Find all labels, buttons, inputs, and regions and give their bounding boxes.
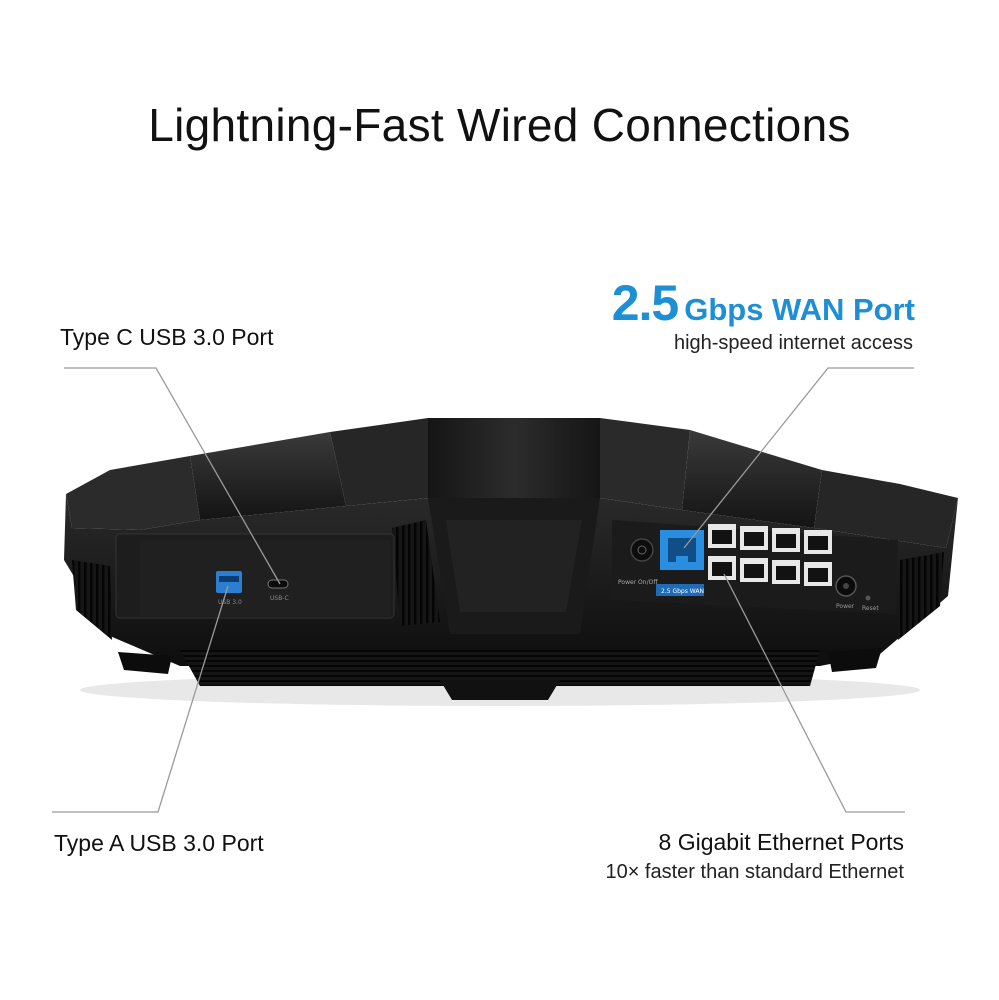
power-button: [630, 538, 654, 562]
type-a-callout-label: Type A USB 3.0 Port: [54, 830, 264, 856]
usb-panel: USB 3.0 USB-C: [115, 533, 395, 619]
dc-power-label: Power: [836, 603, 855, 610]
usb-c-device-label: USB-C: [270, 595, 289, 602]
wan-label: Gbps WAN Port: [684, 292, 915, 327]
type-c-leader: [64, 367, 281, 585]
reset-pinhole: [865, 595, 871, 601]
wan-subtitle: high-speed internet access: [673, 332, 913, 354]
ethernet-callout-subtitle: 10× faster than standard Ethernet: [605, 861, 904, 883]
wan-speed: 2.5: [611, 275, 680, 331]
callout-lines: [52, 367, 914, 813]
usb-a-port: [216, 571, 242, 593]
ethernet-callout-title: 8 Gigabit Ethernet Ports: [658, 829, 904, 855]
port-panel: Power On/Off 2.5 Gbps WAN Power Reset: [612, 520, 898, 614]
feet: [118, 648, 882, 674]
reset-label: Reset: [862, 605, 879, 612]
type-c-callout-label: Type C USB 3.0 Port: [60, 324, 274, 350]
ethernet-leader: [723, 573, 905, 813]
page-title: Lightning-Fast Wired Connections: [148, 99, 851, 151]
wan-device-label: 2.5 Gbps WAN: [661, 588, 704, 595]
top-fins: [66, 418, 958, 548]
power-label: Power On/Off: [618, 579, 658, 586]
type-a-leader: [52, 585, 229, 813]
wan-leader: [683, 367, 914, 549]
usb-a-device-label: USB 3.0: [218, 599, 242, 606]
